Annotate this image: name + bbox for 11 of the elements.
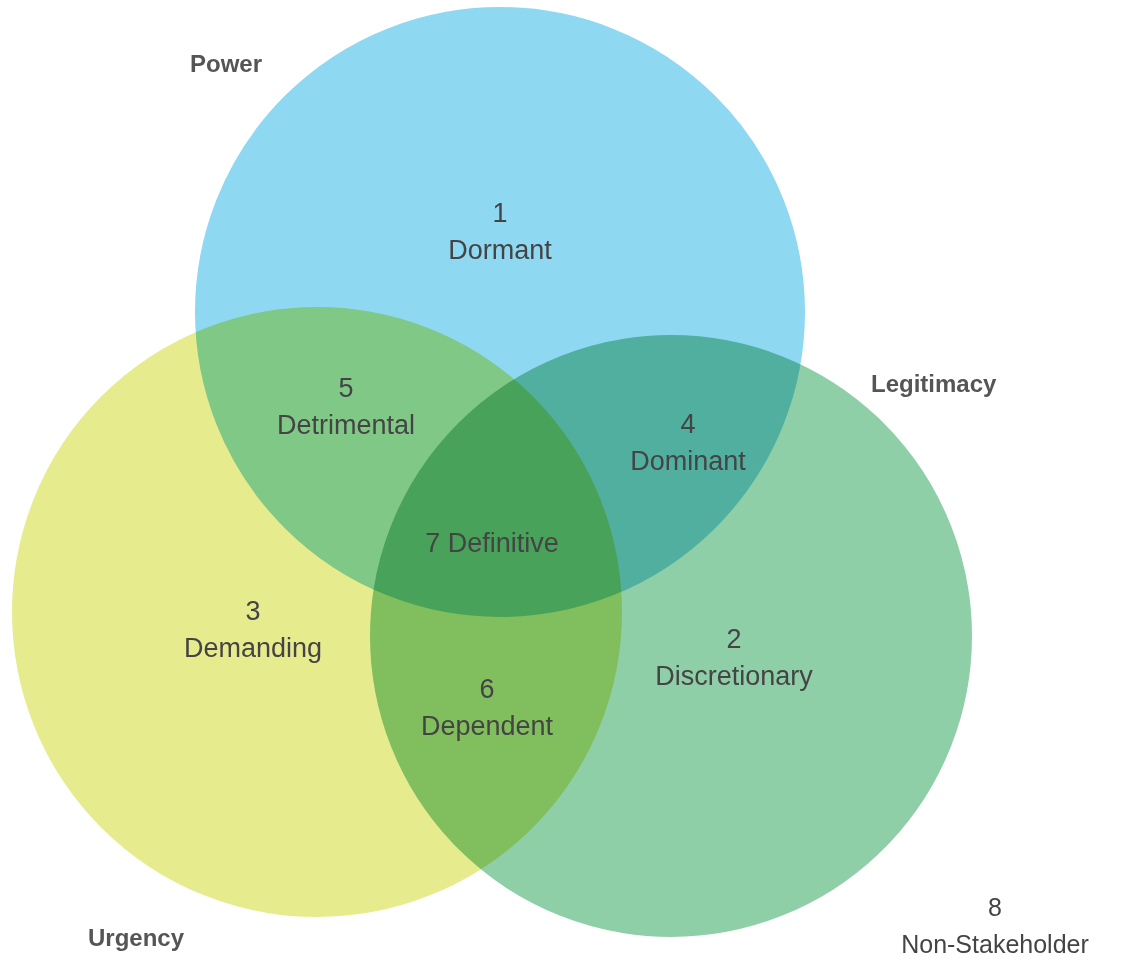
region-label: 2 Discretionary — [654, 623, 814, 693]
region-label: 6 Dependent — [419, 673, 555, 743]
region-label: 5 Detrimental — [275, 372, 416, 442]
set-heading: Legitimacy — [871, 370, 997, 398]
region-label: 1 Dormant — [447, 197, 553, 267]
region-label: 8 Non-Stakeholder — [900, 892, 1090, 960]
region-label: 7 Definitive — [424, 527, 560, 560]
set-heading: Power — [190, 50, 263, 78]
region-label: 4 Dominant — [629, 408, 747, 478]
region-label: 3 Demanding — [182, 595, 324, 665]
set-heading: Urgency — [88, 924, 185, 952]
